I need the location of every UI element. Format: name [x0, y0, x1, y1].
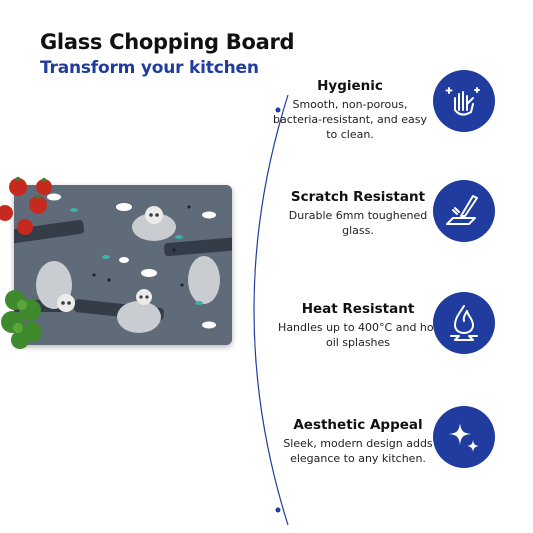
feature-scratch-resistant: Scratch Resistant Durable 6mm toughened …: [278, 189, 438, 238]
feature-description: Durable 6mm toughened glass.: [288, 209, 428, 237]
hand-wipe-sparkle-icon: [433, 70, 495, 132]
connector-arc: [253, 94, 289, 526]
flame-icon: [433, 292, 495, 354]
feature-title: Hygienic: [317, 78, 383, 94]
page-title: Glass Chopping Board: [40, 30, 295, 54]
sparkles-icon: [433, 406, 495, 468]
feature-heat-resistant: Heat Resistant Handles up to 400°C and h…: [278, 301, 438, 350]
product-image: [0, 160, 240, 370]
feature-hygienic: Hygienic Smooth, non-porous, bacteria-re…: [270, 78, 430, 142]
feature-description: Sleek, modern design adds elegance to an…: [283, 437, 433, 465]
feature-title: Heat Resistant: [301, 301, 415, 317]
page-subtitle: Transform your kitchen: [40, 58, 259, 78]
glass-board-image: [14, 185, 232, 345]
knife-scratch-icon: [433, 180, 495, 242]
feature-aesthetic-appeal: Aesthetic Appeal Sleek, modern design ad…: [278, 417, 438, 466]
feature-description: Handles up to 400°C and hot oil splashes: [278, 321, 438, 349]
feature-title: Scratch Resistant: [290, 189, 426, 205]
tomatoes-image: [0, 176, 52, 235]
feature-description: Smooth, non-porous, bacteria-resistant, …: [273, 98, 427, 141]
parsley-image: [1, 290, 42, 349]
feature-title: Aesthetic Appeal: [293, 417, 423, 433]
